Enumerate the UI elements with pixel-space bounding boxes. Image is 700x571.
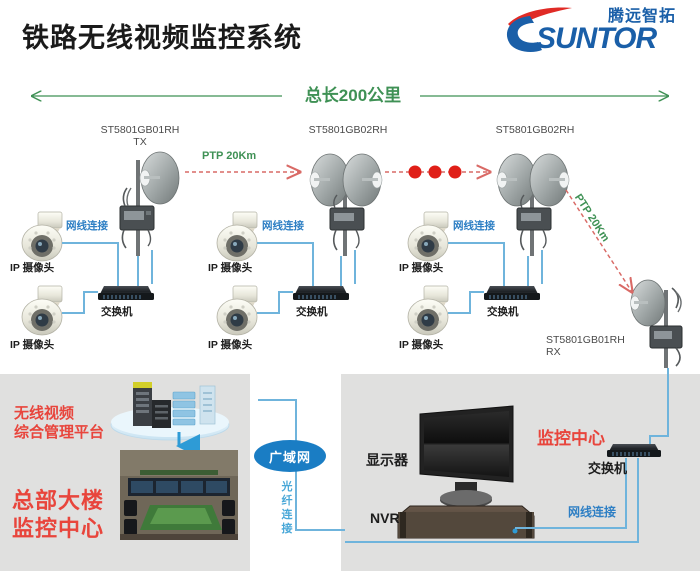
camera-label-2b: IP 摄像头 xyxy=(208,339,253,351)
switch-3 xyxy=(484,286,540,300)
ptp-label-1: PTP 20Km xyxy=(202,150,257,162)
switch-label-3: 交换机 xyxy=(487,306,519,318)
cables-site-3 xyxy=(448,242,543,314)
camera-2b xyxy=(216,285,258,336)
node-name-tx: ST5801GB01RH TX xyxy=(88,124,192,148)
node-relay-2 xyxy=(496,153,570,256)
camera-1b xyxy=(21,285,63,336)
wan-node: 广域网 xyxy=(254,440,326,472)
node-name-relay-1-text: ST5801GB02RH xyxy=(308,124,388,136)
page-title: 铁路无线视频监控系统 xyxy=(22,23,302,53)
cable-label-3: 网线连接 xyxy=(453,220,495,232)
suntor-logo: 腾远智拓 SUNTOR xyxy=(500,2,692,54)
cc-switch-label: 交换机 xyxy=(588,461,628,476)
camera-label-2a: IP 摄像头 xyxy=(208,262,253,274)
fiber-label: 光纤连接 xyxy=(281,481,293,535)
cable-label-1: 网线连接 xyxy=(66,220,108,232)
switch-2 xyxy=(293,286,349,300)
hq-center-label: 总部大楼 监控中心 xyxy=(12,488,105,541)
platform-label: 无线视频 综合管理平台 xyxy=(14,405,105,441)
camera-label-3a: IP 摄像头 xyxy=(399,262,444,274)
camera-label-1a: IP 摄像头 xyxy=(10,262,55,274)
nvr-label: NVR xyxy=(370,510,400,526)
switch-label-1: 交换机 xyxy=(101,306,133,318)
node-name-relay-2-text: ST5801GB02RH xyxy=(495,124,575,136)
cable-label-2: 网线连接 xyxy=(262,220,304,232)
control-center-panel xyxy=(341,374,700,571)
node-relay-1 xyxy=(309,153,383,256)
node-name-relay-1: ST5801GB02RH xyxy=(296,124,400,136)
camera-label-3b: IP 摄像头 xyxy=(399,339,444,351)
camera-3a xyxy=(407,211,449,262)
node-name-relay-2: ST5801GB02RH xyxy=(483,124,587,136)
node-tx xyxy=(119,151,180,256)
wan-panel xyxy=(250,374,341,571)
logo-cn-text: 腾远智拓 xyxy=(608,6,676,25)
cables-site-1 xyxy=(62,242,153,314)
switch-1 xyxy=(98,286,154,300)
ptp-label-diagonal: PTP 20Km xyxy=(571,192,612,245)
switch-label-2: 交换机 xyxy=(296,306,328,318)
logo-en-text: SUNTOR xyxy=(536,22,657,54)
camera-label-1b: IP 摄像头 xyxy=(10,339,55,351)
camera-2a xyxy=(216,211,258,262)
camera-3b xyxy=(407,285,449,336)
monitor-label: 显示器 xyxy=(366,452,408,468)
node-role-rx-text: RX xyxy=(546,346,561,358)
node-role-tx-text: TX xyxy=(133,136,147,148)
cc-center-label: 监控中心 xyxy=(537,429,605,448)
node-name-rx: ST5801GB01RH RX xyxy=(546,334,650,358)
total-length-label: 总长200公里 xyxy=(304,86,402,105)
ptp-link-dots xyxy=(385,166,490,179)
cc-cable-label: 网线连接 xyxy=(568,505,617,519)
node-name-tx-text: ST5801GB01RH xyxy=(100,124,180,136)
cables-site-2 xyxy=(257,242,356,314)
camera-1a xyxy=(21,211,63,262)
node-name-rx-text: ST5801GB01RH xyxy=(546,334,625,346)
wan-label: 广域网 xyxy=(268,449,311,465)
